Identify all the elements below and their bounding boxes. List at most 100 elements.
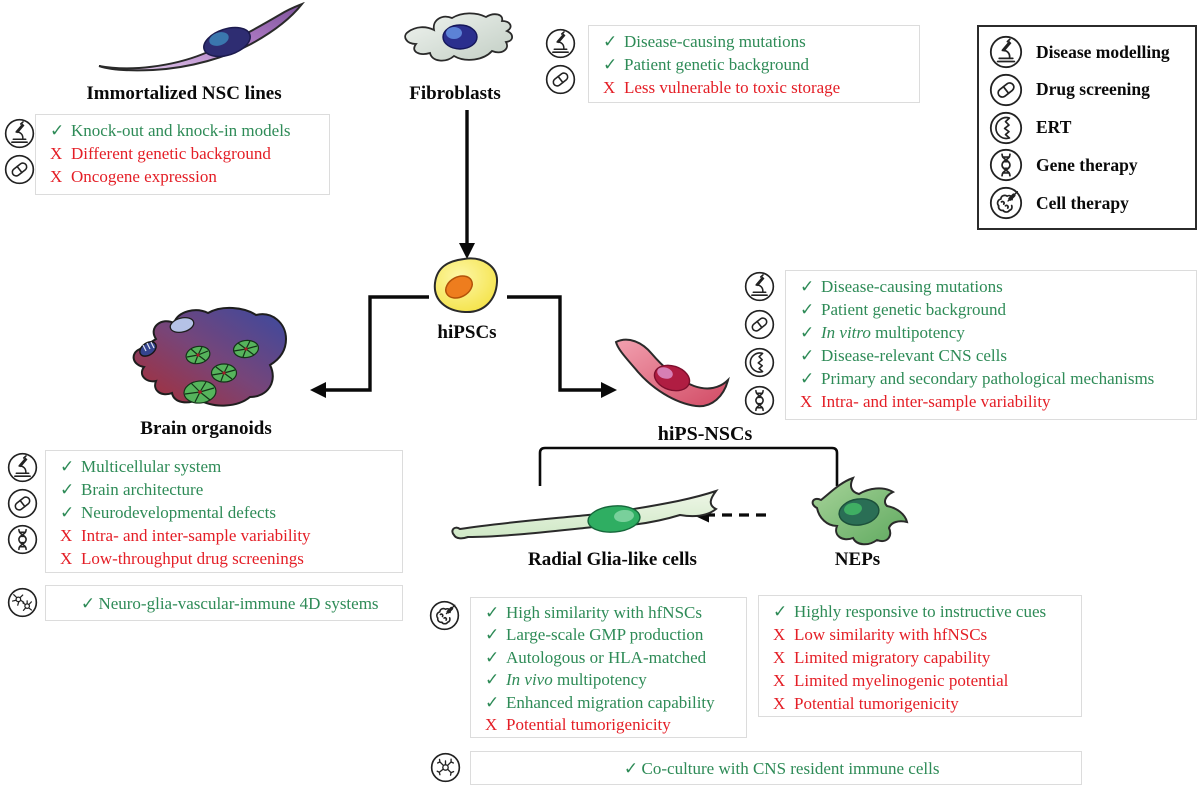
check-mark: ✓ bbox=[603, 55, 618, 74]
fibroblasts-title: Fibroblasts bbox=[409, 83, 501, 104]
feature-text: Autologous or HLA-matched bbox=[506, 647, 707, 667]
feature-item: ✓Large-scale GMP production bbox=[485, 624, 740, 646]
cross-mark: X bbox=[773, 625, 786, 644]
radial-glia-feature-box: ✓ High similarity with hfNSCs ✓Large-scale… bbox=[470, 597, 747, 738]
cross-mark: X bbox=[50, 167, 63, 186]
feature-item: ✓ Disease-causing mutations bbox=[800, 275, 1190, 298]
check-mark: ✓ bbox=[603, 32, 618, 51]
fibroblasts-icons bbox=[545, 28, 576, 95]
feature-text: Potential tumorigenicity bbox=[506, 715, 671, 735]
feature-item: X Limited myelinogenic potential bbox=[773, 669, 1075, 692]
feature-text: Brain architecture bbox=[81, 480, 204, 499]
feature-item: ✓Knock-out and knock-in models bbox=[50, 119, 323, 142]
feature-text: Limited myelinogenic potential bbox=[794, 671, 1009, 690]
nep-cell-illustration bbox=[811, 476, 909, 546]
feature-text: Primary and secondary pathological mecha… bbox=[821, 369, 1155, 388]
brain-organoids-title: Brain organoids bbox=[140, 418, 272, 439]
check-mark: ✓ bbox=[485, 603, 500, 622]
pill-icon bbox=[744, 309, 775, 340]
feature-text: High similarity with hfNSCs bbox=[506, 603, 702, 622]
ert-icon bbox=[744, 347, 775, 378]
feature-text: Co-culture with CNS resident immune cell… bbox=[641, 758, 940, 778]
ert-icon bbox=[989, 111, 1023, 144]
check-mark: ✓ bbox=[800, 369, 815, 388]
cell-therapy-icon bbox=[989, 186, 1023, 220]
fibroblasts-feature-box: ✓ Disease-causing mutations ✓ Patient genet… bbox=[588, 25, 920, 103]
feature-text: Less vulnerable to toxic storage bbox=[624, 78, 841, 97]
feature-text: Knock-out and knock-in models bbox=[71, 121, 291, 140]
hips-nscs-feature-box: ✓ Disease-causing mutations ✓ Patient genet… bbox=[785, 270, 1197, 420]
feature-text: Neurodevelopmental defects bbox=[81, 503, 276, 522]
check-mark: ✓ bbox=[485, 625, 500, 645]
feature-text: Disease-causing mutations bbox=[624, 32, 806, 51]
legend-item-label: ERT bbox=[1036, 117, 1072, 137]
feature-text: Patient genetic background bbox=[821, 300, 1007, 319]
legend-item-label: Cell therapy bbox=[1036, 192, 1129, 213]
feature-text: Patient genetic background bbox=[624, 55, 810, 74]
feature-text-italic: In vitro bbox=[821, 323, 871, 342]
feature-text-italic: In vivo bbox=[506, 670, 553, 690]
cross-mark: X bbox=[800, 392, 813, 411]
check-mark: ✓ bbox=[60, 503, 75, 522]
check-mark: ✓ bbox=[80, 593, 96, 613]
legend-item: Cell therapy bbox=[989, 186, 1185, 220]
pill-icon bbox=[4, 154, 35, 185]
legend-item: Gene therapy bbox=[989, 148, 1185, 182]
hipsc-cell-illustration bbox=[433, 257, 499, 314]
check-mark: ✓ bbox=[800, 346, 815, 365]
organoids-icons bbox=[7, 452, 38, 555]
pill-icon bbox=[989, 73, 1023, 106]
cross-mark: X bbox=[773, 671, 786, 690]
organoids-4d-icons bbox=[7, 587, 38, 618]
feature-item: ✓Multicellular system bbox=[60, 455, 396, 478]
feature-text: Intra- and inter-sample variability bbox=[81, 526, 311, 545]
legend-item-label: Drug screening bbox=[1036, 79, 1150, 100]
feature-item: ✓Disease-relevant CNS cells bbox=[800, 344, 1190, 367]
immortalized-nsc-title: Immortalized NSC lines bbox=[86, 83, 282, 104]
feature-item: ✓ Brain architecture bbox=[60, 478, 396, 501]
organoids-4d-box: ✓Neuro-glia-vascular-immune 4D systems bbox=[45, 585, 403, 621]
feature-item: ✓ Patient genetic background bbox=[603, 53, 913, 76]
cell-therapy-icon bbox=[429, 600, 460, 631]
feature-item: ✓ Neurodevelopmental defects bbox=[60, 501, 396, 524]
bracket-hipsnscs-derivatives bbox=[538, 446, 839, 486]
immortalized-nsc-cell-illustration bbox=[98, 2, 305, 72]
check-mark: ✓ bbox=[773, 602, 788, 621]
feature-item: X Intra- and inter-sample variability bbox=[800, 390, 1190, 413]
feature-text: Low-throughput drug screenings bbox=[81, 549, 304, 568]
feature-item: ✓ Disease-causing mutations bbox=[603, 30, 913, 53]
feature-item: ✓Highly responsive to instructive cues bbox=[773, 600, 1075, 623]
feature-text: Multicellular system bbox=[81, 457, 222, 476]
organoids-feature-box: ✓Multicellular system✓Brain architecture… bbox=[45, 450, 403, 573]
legend-item-label: Gene therapy bbox=[1036, 154, 1138, 175]
hips-nscs-title: hiPS-NSCs bbox=[657, 423, 753, 445]
arrowhead-left bbox=[310, 382, 326, 398]
feature-item: ✓ Patient genetic background bbox=[800, 298, 1190, 321]
microscope-icon bbox=[545, 28, 576, 59]
check-mark: ✓ bbox=[60, 480, 75, 499]
cross-mark: X bbox=[773, 648, 786, 667]
check-mark: ✓ bbox=[800, 300, 815, 319]
dna-icon bbox=[7, 524, 38, 555]
feature-text: Disease-causing mutations bbox=[821, 277, 1003, 296]
cross-mark: X bbox=[485, 715, 498, 735]
radial-glia-title: Radial Glia-like cells bbox=[528, 549, 697, 570]
check-mark: ✓ bbox=[800, 277, 815, 296]
microscope-icon bbox=[7, 452, 38, 483]
feature-text: Neuro-glia-vascular-immune 4D systems bbox=[98, 593, 379, 613]
hipscs-title: hiPSCs bbox=[437, 322, 497, 343]
feature-item: ✓In vivo multipotency bbox=[485, 669, 740, 691]
legend-item-label: Disease modelling bbox=[1036, 41, 1170, 62]
pill-icon bbox=[545, 64, 576, 95]
feature-text: Intra- and inter-sample variability bbox=[821, 392, 1051, 411]
coculture-icons bbox=[430, 752, 461, 783]
